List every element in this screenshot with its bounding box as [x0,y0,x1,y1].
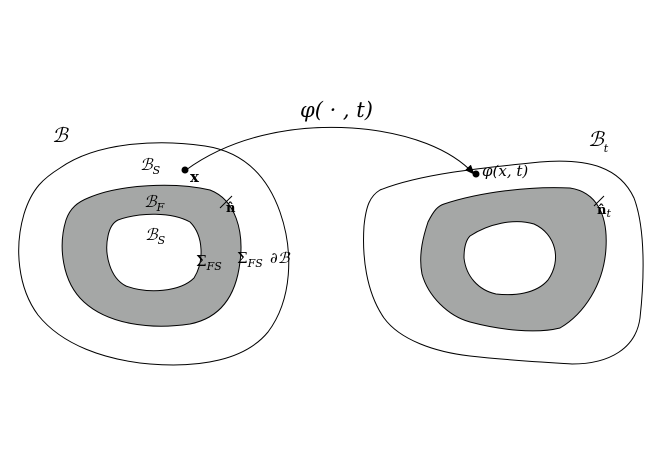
reference-normal-vector [219,195,233,209]
reference-body-label: ℬ [52,123,69,147]
mapping-arrow [185,126,475,175]
reference-solid-outer-label: ℬS [140,155,161,177]
reference-fluid-label: ℬF [144,192,165,214]
reference-point-dot [181,166,189,174]
reference-configuration [18,142,290,366]
reference-fluid-region [61,184,242,327]
reference-solid-inner-label: ℬS [145,225,166,247]
reference-normal-label: n̂ [226,201,236,216]
current-configuration [363,160,644,365]
current-body-label: ℬt [588,127,609,155]
current-point-dot [472,170,480,178]
current-fluid-region [420,187,607,332]
current-point-label: φ(x, t) [482,162,528,180]
reference-boundary-label: ∂ℬ [270,249,291,267]
current-normal-label: n̂t [597,203,611,220]
current-normal-vector [593,195,605,207]
reference-point-label: x [190,168,200,186]
reference-interface-inner-label: ΣFS [196,252,222,273]
map-label: φ( · , t) [300,98,373,122]
reference-interface-outer-label: ΣFS [237,249,263,270]
